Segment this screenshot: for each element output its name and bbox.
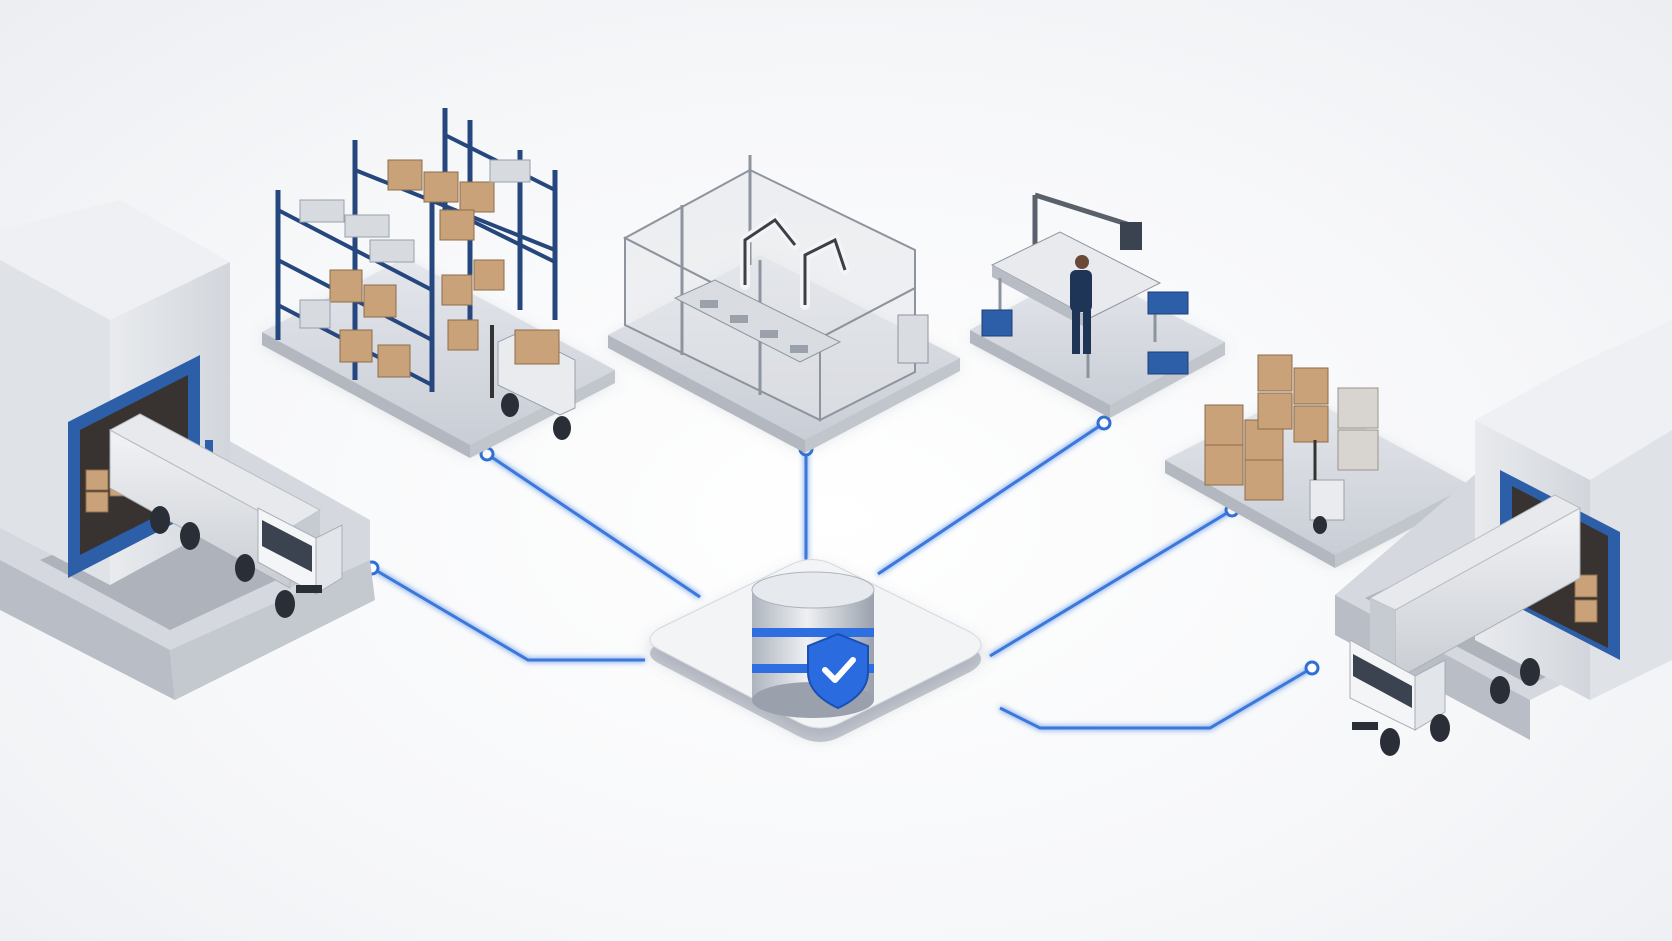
truck-icon [1349, 494, 1582, 756]
pallet-stack-icon [1165, 354, 1470, 568]
edge-warehouse-racks [486, 452, 701, 599]
edge-assembly-workstation [877, 421, 1105, 576]
robot-arm-icon [608, 155, 960, 453]
truck-icon [108, 413, 343, 618]
connector-dot [1304, 660, 1320, 676]
secure-database-icon [649, 559, 982, 742]
workbench-icon [970, 192, 1225, 418]
shield-check-icon [807, 632, 869, 710]
edge-outbound-dock [999, 666, 1313, 730]
edge-pallet-staging [989, 508, 1233, 658]
connector-dot [1096, 415, 1112, 431]
pallet-rack-icon [262, 108, 615, 458]
connection-lines [371, 421, 1313, 730]
pallet-jack-icon [1309, 440, 1345, 534]
edge-inbound-dock [371, 566, 645, 662]
worker-icon [1070, 255, 1092, 354]
forklift-icon [490, 325, 576, 440]
